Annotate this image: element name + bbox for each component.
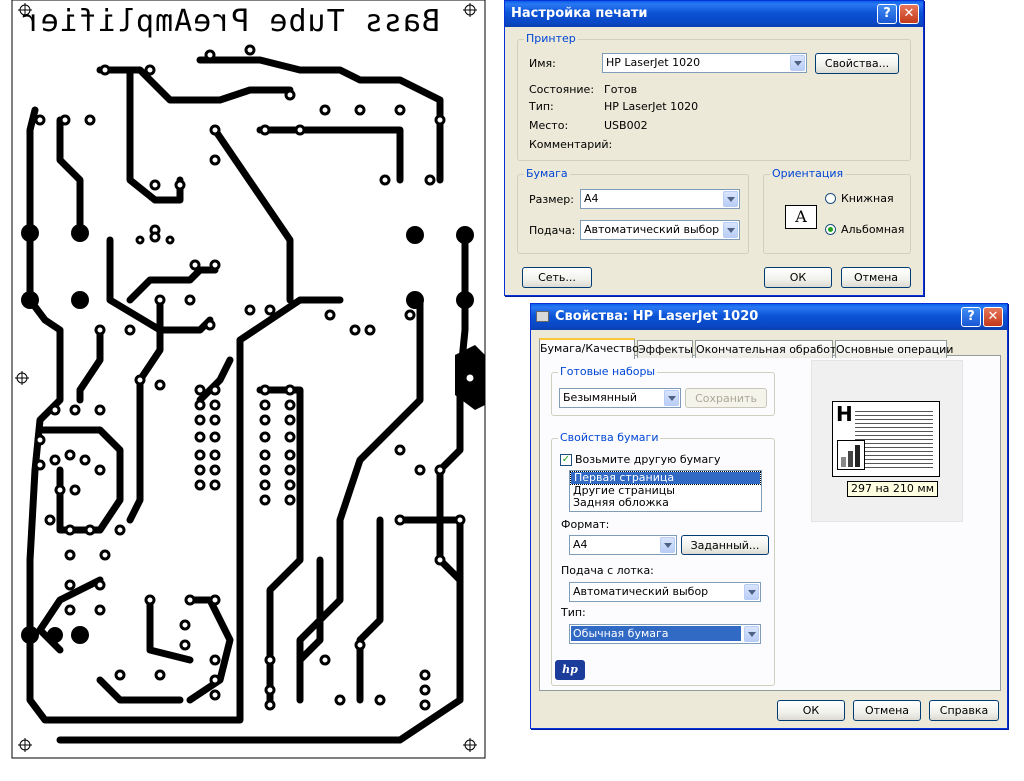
landscape-radio[interactable] xyxy=(825,224,836,235)
printer-group-label: Принтер xyxy=(524,32,578,45)
tab-basics[interactable]: Основные операции xyxy=(835,340,953,358)
list-item[interactable]: Первая страница xyxy=(570,471,761,485)
paper-properties-group-label: Свойства бумаги xyxy=(558,431,661,444)
print-setup-titlebar[interactable]: Настройка печати xyxy=(505,1,923,27)
list-item[interactable]: Задняя обложка xyxy=(573,496,669,509)
preview-chart-icon xyxy=(837,440,865,470)
pcb-traces-drawing xyxy=(11,0,486,759)
tab-finishing[interactable]: Окончательная обработка xyxy=(695,340,850,358)
portrait-label: Книжная xyxy=(841,192,894,205)
preset-select[interactable]: Безымянный xyxy=(559,388,681,408)
chevron-down-icon[interactable] xyxy=(744,626,759,642)
source-label: Подача: xyxy=(529,224,576,237)
orientation-landscape-icon: A xyxy=(785,205,817,229)
landscape-label: Альбомная xyxy=(841,223,905,236)
printer-group: Принтер xyxy=(517,32,911,161)
status-value: Готов xyxy=(604,83,638,96)
chevron-down-icon[interactable] xyxy=(744,584,759,600)
save-preset-button[interactable]: Сохранить xyxy=(685,388,767,408)
pcb-title-mirrored: Bass Tube PreAmplifier xyxy=(20,4,440,39)
format-select[interactable]: A4 xyxy=(569,535,677,555)
paper-group: Бумага xyxy=(517,167,749,254)
tray-select[interactable]: Автоматический выбор xyxy=(569,582,761,602)
network-button[interactable]: Сеть... xyxy=(522,267,592,288)
use-different-paper-label: Возьмите другую бумагу xyxy=(575,453,721,466)
paper-type-select[interactable]: Обычная бумага xyxy=(569,624,761,644)
orientation-group-label: Ориентация xyxy=(770,167,846,180)
pcb-layout-image: Bass Tube PreAmplifier xyxy=(0,0,500,781)
help-icon[interactable]: ? xyxy=(961,307,981,327)
help-icon[interactable]: ? xyxy=(877,4,897,24)
preview-size-label: 297 на 210 мм xyxy=(847,481,939,497)
where-value: USB002 xyxy=(604,119,648,132)
printer-properties-button[interactable]: Свойства... xyxy=(815,53,899,74)
tab-effects[interactable]: Эффекты xyxy=(637,340,693,358)
printer-icon xyxy=(536,311,549,322)
size-label: Размер: xyxy=(529,193,574,206)
comment-label: Комментарий: xyxy=(529,138,613,151)
cancel-button[interactable]: Отмена xyxy=(841,267,911,288)
tab-paper-quality[interactable]: Бумага/Качество xyxy=(539,338,639,359)
chevron-down-icon[interactable] xyxy=(723,222,738,238)
preview-text-lines-icon xyxy=(855,408,933,470)
pages-listbox[interactable]: Первая страница Другие страницы Задняя о… xyxy=(569,470,762,512)
orientation-group: Ориентация xyxy=(763,167,911,254)
printer-name-select[interactable]: HP LaserJet 1020 xyxy=(602,53,807,73)
preview-letter: H xyxy=(836,402,853,426)
paper-size-value: A4 xyxy=(584,192,599,205)
chevron-down-icon[interactable] xyxy=(723,191,738,207)
close-icon[interactable]: ✕ xyxy=(983,307,1003,327)
format-label: Формат: xyxy=(561,518,610,531)
chevron-down-icon[interactable] xyxy=(790,55,805,71)
type-label: Тип: xyxy=(529,100,554,113)
help-button[interactable]: Справка xyxy=(929,700,999,721)
preset-value: Безымянный xyxy=(563,391,637,404)
paper-size-select[interactable]: A4 xyxy=(580,189,740,209)
print-setup-title: Настройка печати xyxy=(511,6,648,21)
tray-value: Автоматический выбор xyxy=(573,585,709,598)
close-icon[interactable]: ✕ xyxy=(899,4,919,24)
format-value: A4 xyxy=(573,538,588,551)
chevron-down-icon[interactable] xyxy=(660,537,675,553)
where-label: Место: xyxy=(529,119,569,132)
type-value: HP LaserJet 1020 xyxy=(604,100,699,113)
page-preview-sheet: H xyxy=(832,401,940,477)
paper-group-label: Бумага xyxy=(524,167,570,180)
name-label: Имя: xyxy=(529,57,556,70)
ok-button[interactable]: ОК xyxy=(764,267,832,288)
properties-title: Свойства: HP LaserJet 1020 xyxy=(555,309,759,324)
properties-titlebar[interactable]: Свойства: HP LaserJet 1020 xyxy=(531,304,1007,330)
ok-button[interactable]: ОК xyxy=(777,700,845,721)
paper-source-value: Автоматический выбор xyxy=(584,223,720,236)
page-preview-panel: H 297 на 210 мм xyxy=(811,360,963,522)
cancel-button[interactable]: Отмена xyxy=(853,700,921,721)
paper-type-label: Тип: xyxy=(561,606,586,619)
use-different-paper-checkbox[interactable]: ✓ xyxy=(560,454,572,466)
printer-name-value: HP LaserJet 1020 xyxy=(606,56,701,69)
hp-logo-icon: hp xyxy=(555,660,585,680)
tray-label: Подача с лотка: xyxy=(561,564,654,577)
chevron-down-icon[interactable] xyxy=(664,390,679,406)
printer-properties-dialog: Свойства: HP LaserJet 1020 ? ✕ Бумага/Ка… xyxy=(530,303,1008,729)
print-setup-dialog: Настройка печати ? ✕ Принтер Имя: HP Las… xyxy=(504,0,924,296)
paper-source-select[interactable]: Автоматический выбор xyxy=(580,220,740,240)
list-item[interactable]: Другие страницы xyxy=(573,484,675,497)
paper-type-value: Обычная бумага xyxy=(571,626,741,641)
status-label: Состояние: xyxy=(529,83,595,96)
presets-group-label: Готовые наборы xyxy=(558,365,658,378)
custom-size-button[interactable]: Заданный... xyxy=(681,535,769,555)
portrait-radio[interactable] xyxy=(825,193,836,204)
